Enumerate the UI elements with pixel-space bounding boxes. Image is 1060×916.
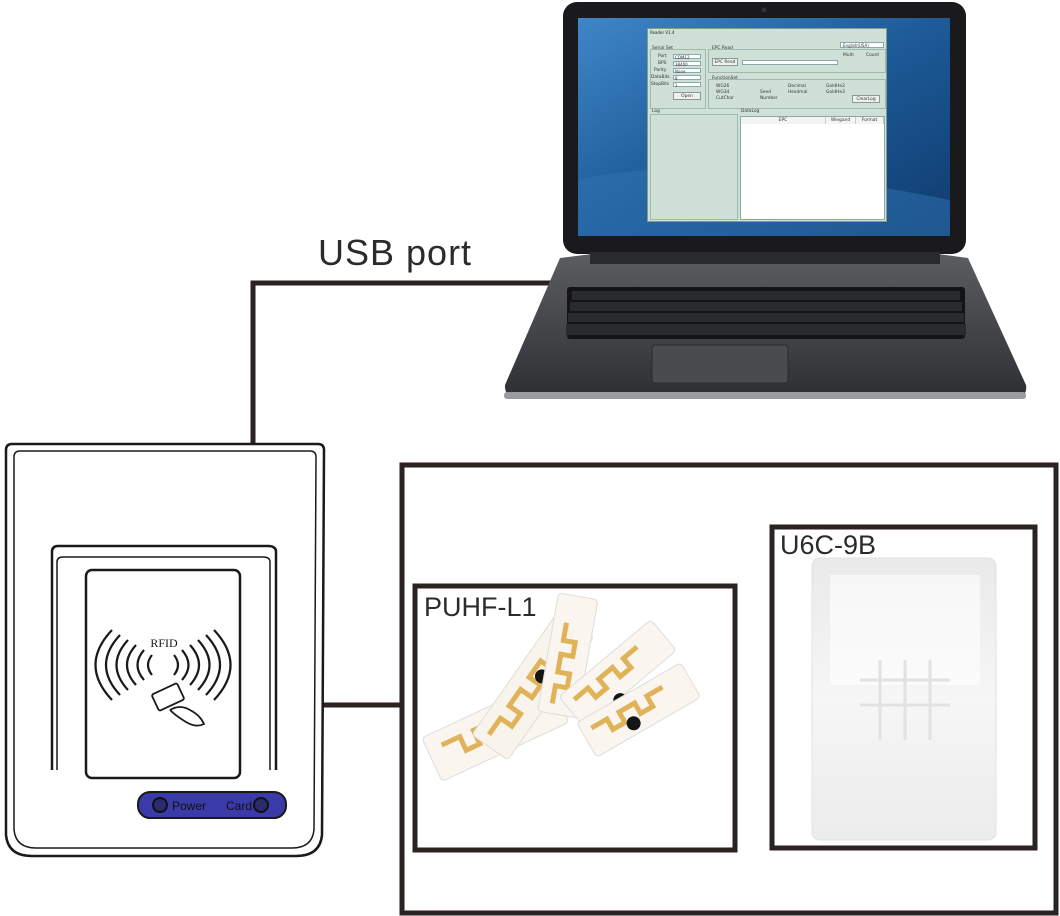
puhf-tag-label: PUHF-L1 [424,592,537,623]
bps-select[interactable]: 38400 [673,61,701,66]
count-label: Count [866,53,879,58]
port-select[interactable]: COM12 [673,54,701,59]
function-set-title: FunctionSet [712,76,738,81]
power-label: Power [172,799,206,813]
parity-label: Parity [654,68,667,73]
language-select[interactable]: English(USA) [840,42,884,48]
usb-port-label: USB port [318,232,472,274]
epc-column-header: EPC [741,117,826,124]
usb-cable [253,283,560,444]
cutchar-option[interactable]: CutChar [716,96,734,101]
seed-option[interactable]: Seed [760,90,771,95]
card-label: Card [226,799,252,813]
clear-log-button[interactable]: ClearLog [852,95,880,103]
open-button[interactable]: Open [673,92,701,100]
log-area [650,114,738,220]
bps-label: BPS [658,61,666,66]
reader-software-window: Reader V1.4 English(USA) Serial Set Port… [647,28,887,222]
window-title: Reader V1.4 [650,30,675,35]
epc-read-button[interactable]: EPC Read [712,58,738,66]
hexdmal-option[interactable]: Hexdmal [788,90,808,95]
wg34-option[interactable]: WG34 [716,90,729,95]
multi-label: Multi [843,53,854,58]
number-option[interactable]: Number [760,96,778,101]
rfid-logo-text: RFID [150,636,178,650]
datalog-title: DataLog [741,109,759,114]
port-label: Port [658,54,667,59]
epc-read-title: EPC Read [712,46,733,51]
wg26-option[interactable]: WG26 [716,84,729,89]
datalog-table: EPC Wiegand Format [740,116,885,220]
decimal-option[interactable]: Decimal [788,84,806,89]
epc-output-field[interactable] [742,60,838,65]
goldhe2-option[interactable]: GoldHe2 [826,84,845,89]
card-led [254,798,268,812]
rfid-reader [6,444,324,856]
goldhe3-option[interactable]: GoldHe3 [826,90,845,95]
serial-set-title: Serial Set [652,46,673,51]
format-column-header: Format [856,117,884,124]
wiegand-column-header: Wiegand [826,117,856,124]
power-led [153,798,167,812]
databits-label: DataBits [651,75,670,80]
databits-select[interactable]: 8 [673,75,701,80]
u6c-card-label: U6C-9B [780,530,876,561]
stopbits-select[interactable]: 1 [673,82,701,87]
stopbits-label: StopBits [651,82,669,87]
u6c-card-image [812,558,996,840]
parity-select[interactable]: None [673,68,701,73]
